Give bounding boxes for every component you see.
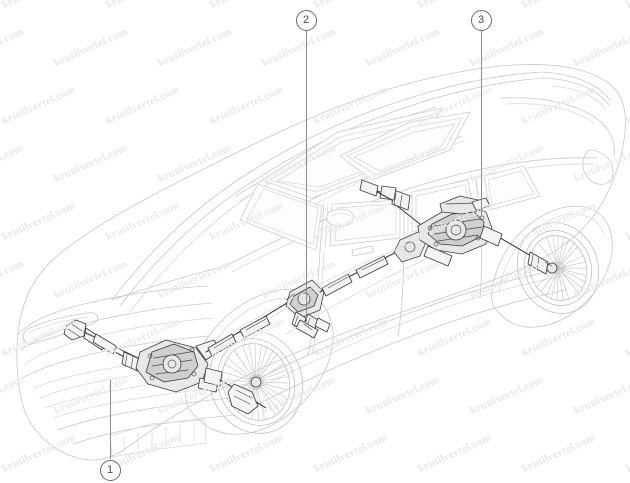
- rear-right-drive-axle: [479, 225, 558, 275]
- centre-support-bearing: [285, 279, 325, 333]
- front-right-drive-axle: [203, 367, 267, 415]
- callout-1-marker[interactable]: 1: [99, 459, 121, 481]
- front-differential: [135, 339, 221, 393]
- propeller-shaft-front-section: [205, 299, 293, 357]
- rear-left-axle-long-shaft: [359, 179, 393, 201]
- callout-1-leader: [110, 380, 111, 459]
- callout-2-marker[interactable]: 2: [295, 9, 317, 31]
- callout-3-leader: [481, 31, 482, 216]
- callout-3-marker[interactable]: 3: [470, 9, 492, 31]
- front-axle-upper-shaft: [83, 331, 139, 359]
- propeller-shaft-rear-section: [319, 231, 427, 297]
- rear-differential: [417, 195, 493, 267]
- front-wheel: [208, 330, 304, 434]
- callout-2-leader: [306, 31, 307, 322]
